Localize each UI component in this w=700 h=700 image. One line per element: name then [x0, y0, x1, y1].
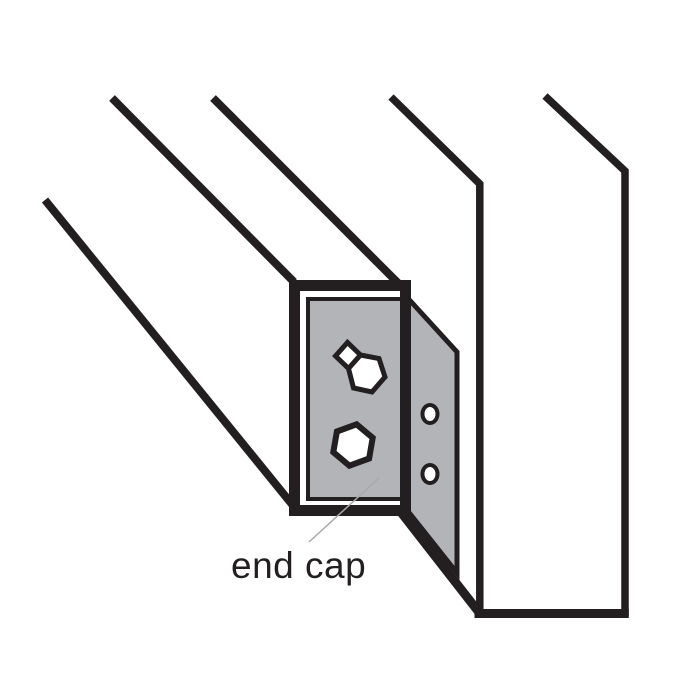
beam-top-back-edge: [210, 95, 409, 294]
flange-bolt-hole-top-icon: [420, 403, 440, 425]
hex-bolt-icon: [332, 338, 388, 395]
end-cap-label: end cap: [231, 545, 367, 586]
post-left-edge: [388, 94, 484, 616]
beam-bottom-front-edge: [41, 197, 299, 511]
flange-bolt-hole-bottom-icon: [420, 463, 440, 485]
label-leader-line: [308, 477, 380, 543]
beam-lower-diagonal-edge: [396, 508, 484, 616]
hex-hole-icon: [330, 420, 376, 470]
end-cap-plate: [306, 297, 404, 501]
post-right-edge: [542, 93, 629, 616]
beam-top-front-edge: [109, 95, 297, 285]
